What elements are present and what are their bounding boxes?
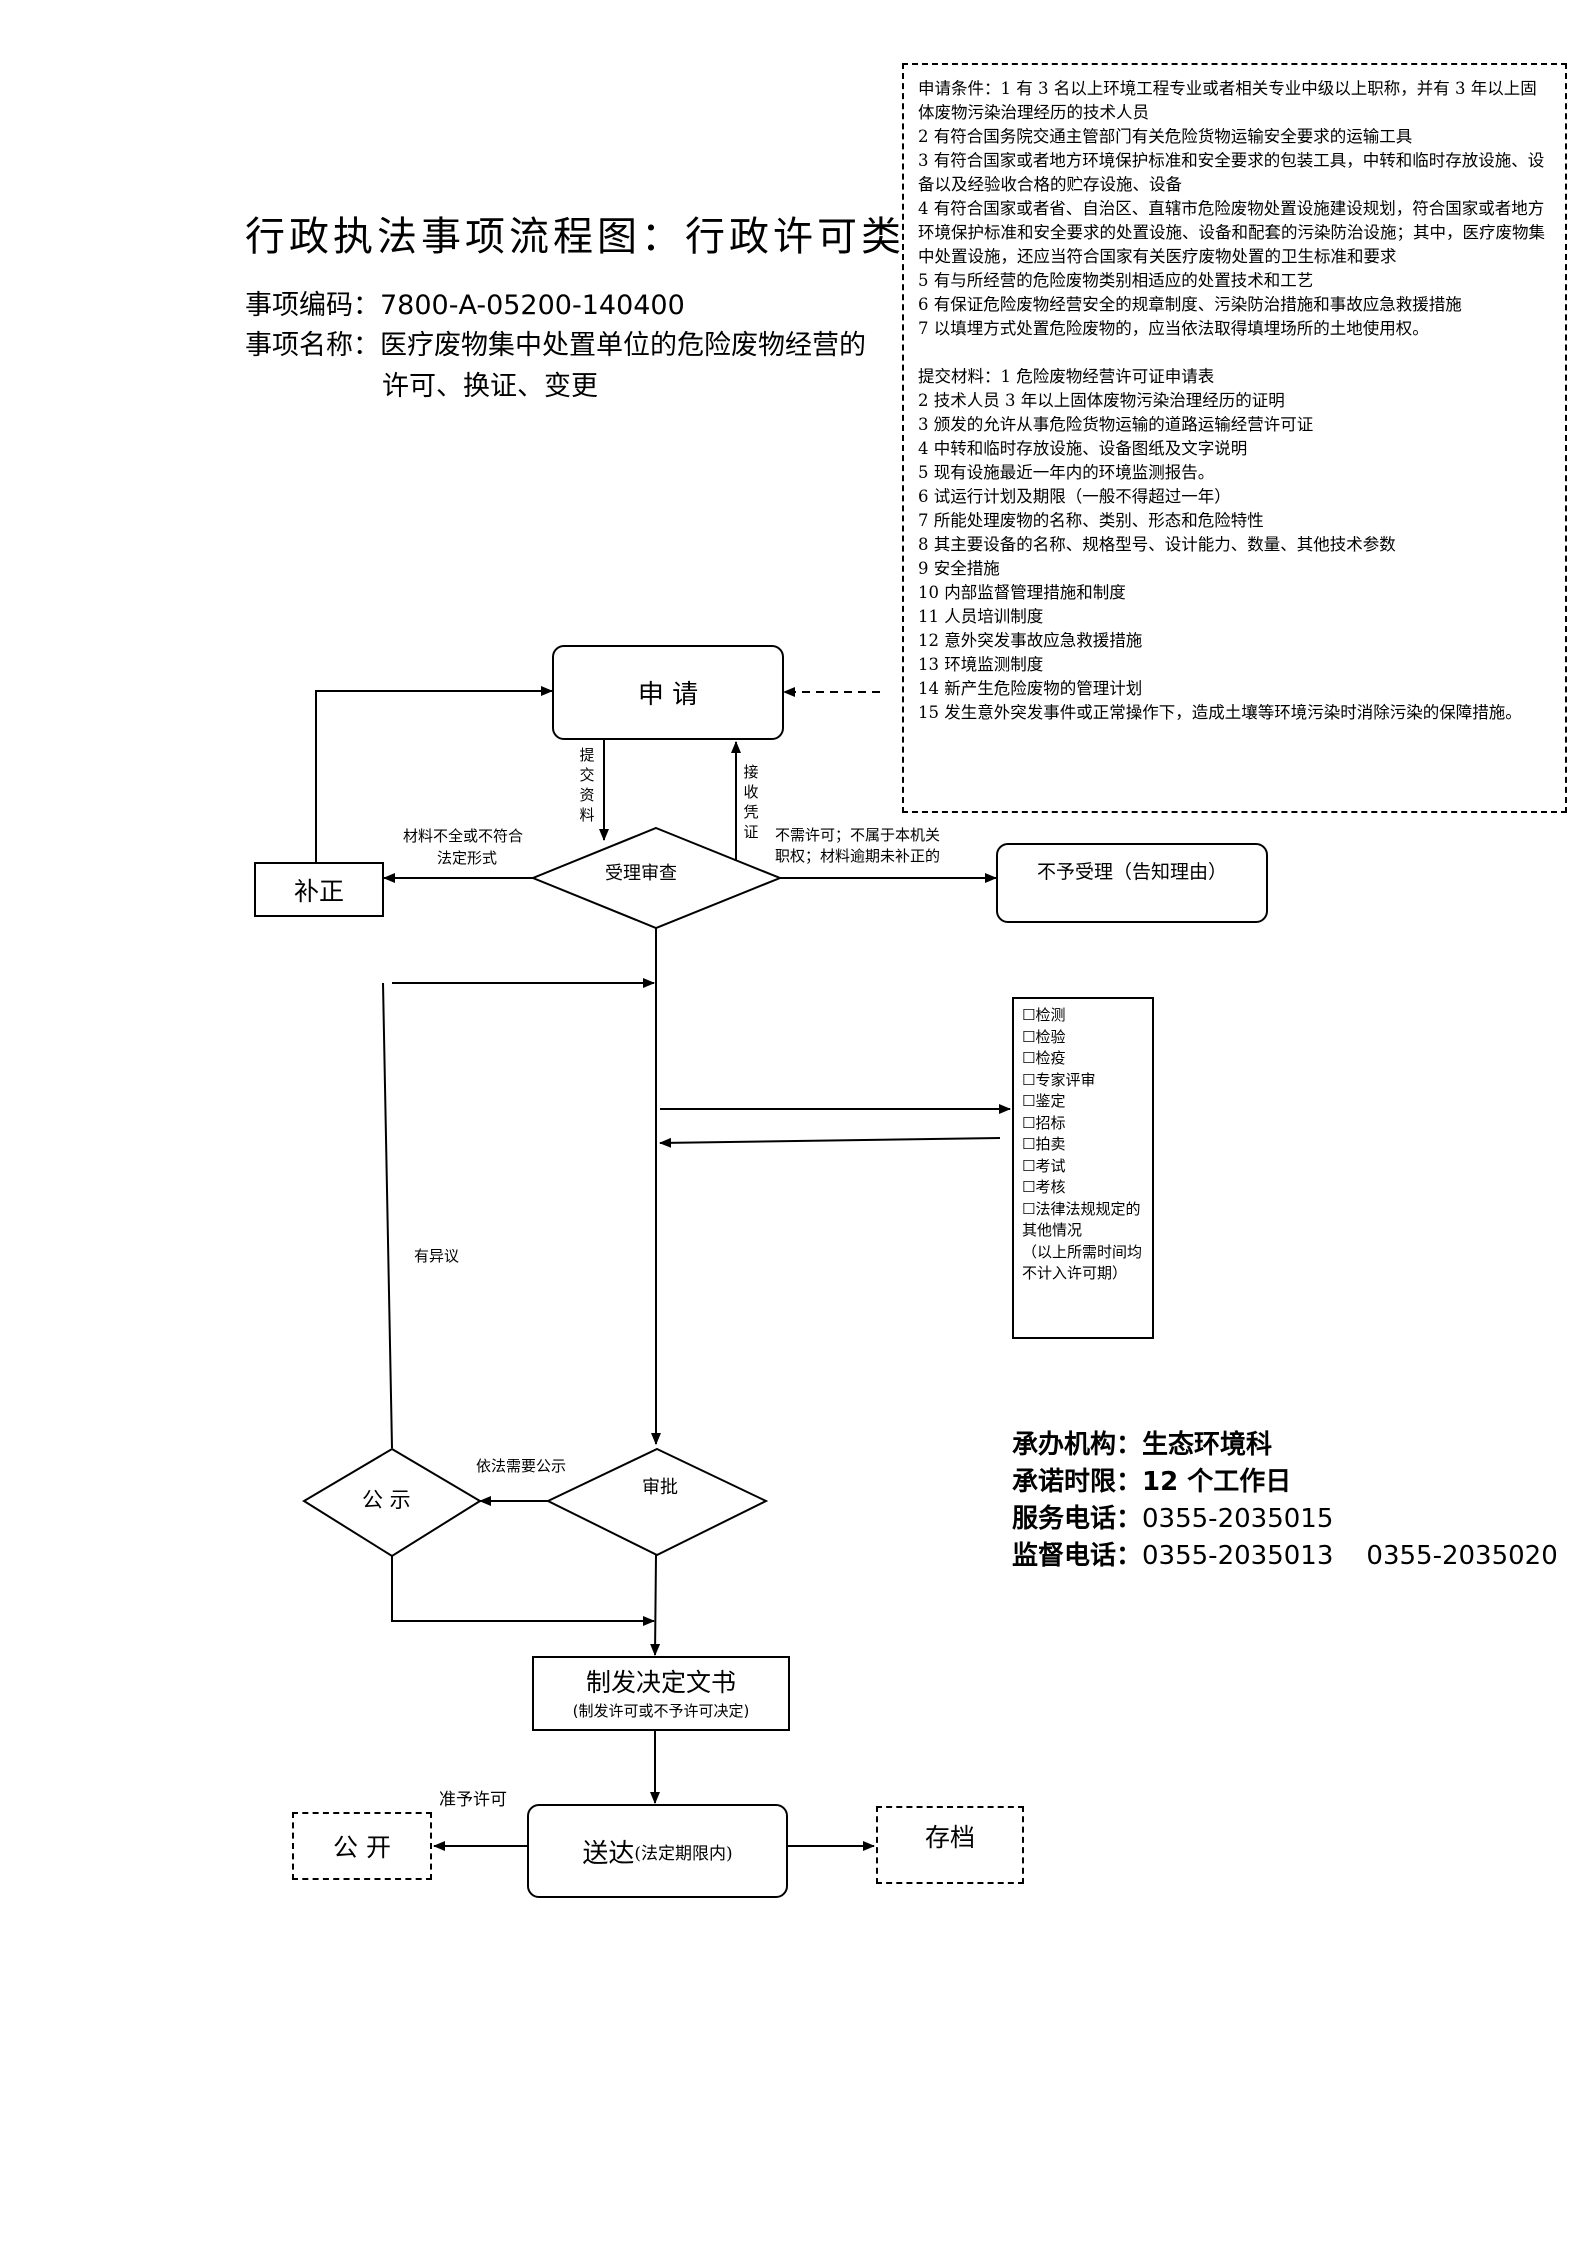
item-code-label: 事项编码：	[245, 290, 380, 321]
condition-item: 4 有符合国家或者省、自治区、直辖市危险废物处置设施建设规划，符合国家或者地方环…	[918, 199, 1545, 266]
checklist-item: ☐考试	[1022, 1156, 1066, 1175]
checklist-item: ☐检疫	[1022, 1049, 1066, 1067]
org-value: 生态环境科	[1142, 1430, 1273, 1460]
deliver-node: 送达(法定期限内)	[527, 1804, 788, 1898]
publicize-diamond	[302, 1447, 482, 1558]
deliver-sub-text: (法定期限内)	[634, 1843, 733, 1864]
review-diamond	[530, 826, 783, 930]
material-item: 6 试运行计划及期限（一般不得超过一年）	[918, 487, 1231, 506]
condition-item: 申请条件：1 有 3 名以上环境工程专业或者相关专业中级以上职称，并有 3 年以…	[918, 79, 1537, 122]
material-item: 12 意外突发事故应急救援措施	[918, 631, 1143, 650]
granted-label: 准予许可	[439, 1790, 507, 1810]
material-item: 11 人员培训制度	[918, 607, 1044, 626]
org-label: 承办机构：	[1012, 1430, 1143, 1460]
condition-item: 3 有符合国家或者地方环境保护标准和安全要求的包装工具，中转和临时存放设施、设备…	[918, 151, 1545, 194]
item-name-line2: 许可、换证、变更	[382, 371, 598, 402]
conditions-panel: 申请条件：1 有 3 名以上环境工程专业或者相关专业中级以上职称，并有 3 年以…	[902, 63, 1567, 813]
condition-item: 5 有与所经营的危险废物类别相适应的处置技术和工艺	[918, 271, 1314, 290]
no-permit-label-2: 职权；材料逾期未补正的	[775, 847, 941, 865]
special-procedure-checklist: ☐检测 ☐检验 ☐检疫 ☐专家评审 ☐鉴定 ☐招标 ☐拍卖 ☐考试 ☐考核 ☐法…	[1012, 997, 1154, 1339]
checklist-item: ☐招标	[1022, 1113, 1066, 1132]
from-checklist-arrow	[659, 1137, 1001, 1148]
supervise-phone: 0355-2035013 0355-2035020	[1142, 1541, 1558, 1571]
checklist-item: （以上所需时间均不计入许可期）	[1022, 1242, 1143, 1283]
incomplete-label-1: 材料不全或不符合	[403, 827, 524, 845]
condition-item: 6 有保证危险废物经营安全的规章制度、污染防治措施和事故应急救援措施	[918, 295, 1462, 314]
material-item: 13 环境监测制度	[918, 655, 1044, 674]
material-item: 9 安全措施	[918, 559, 1000, 578]
material-item: 14 新产生危险废物的管理计划	[918, 679, 1143, 698]
item-name-line1: 医疗废物集中处置单位的危险废物经营的	[380, 330, 866, 361]
receipt-label: 接收凭证	[743, 763, 759, 841]
supervise-phone-label: 监督电话：	[1012, 1541, 1143, 1571]
publicize-to-decision-line	[391, 1556, 655, 1626]
item-name-label: 事项名称：	[245, 330, 380, 361]
item-name-row: 事项名称：医疗废物集中处置单位的危险废物经营的	[245, 323, 866, 362]
checklist-item: ☐拍卖	[1022, 1135, 1066, 1153]
service-phone-label: 服务电话：	[1012, 1504, 1143, 1534]
checklist-item: ☐考核	[1022, 1178, 1066, 1196]
need-publicize-label: 依法需要公示	[476, 1457, 567, 1475]
checklist-item: ☐专家评审	[1022, 1070, 1096, 1089]
item-code: 7800-A-05200-140400	[380, 290, 685, 321]
condition-item: 2 有符合国务院交通主管部门有关危险货物运输安全要求的运输工具	[918, 127, 1413, 146]
approve-to-decision-arrow	[650, 1554, 661, 1656]
no-permit-label-1: 不需许可；不属于本机关	[775, 826, 941, 844]
spacer	[918, 341, 1551, 365]
supplement-node: 补正	[254, 862, 384, 917]
decision-main-text: 制发决定文书	[585, 1667, 736, 1697]
supplement-to-apply-line	[315, 686, 553, 864]
material-item: 7 所能处理废物的名称、类别、形态和危险特性	[918, 511, 1264, 530]
material-item: 提交材料：1 危险废物经营许可证申请表	[918, 367, 1215, 386]
apply-node: 申 请	[552, 645, 784, 740]
review-node-label: 受理审查	[605, 863, 677, 884]
decision-node: 制发决定文书 (制发许可或不予许可决定)	[532, 1656, 790, 1731]
checklist-item: ☐法律法规规定的其他情况	[1022, 1199, 1141, 1240]
material-item: 3 颁发的允许从事危险货物运输的道路运输经营许可证	[918, 415, 1314, 434]
condition-item: 7 以填埋方式处置危险废物的，应当依法取得填埋场所的土地使用权。	[918, 319, 1429, 338]
limit-value: 12 个工作日	[1142, 1467, 1292, 1497]
incomplete-label-2: 法定形式	[437, 849, 498, 867]
checklist-item: ☐检验	[1022, 1027, 1066, 1046]
objection-line	[382, 982, 393, 1449]
material-item: 15 发生意外突发事件或正常操作下，造成土壤等环境污染时消除污染的保障措施。	[918, 703, 1522, 722]
approve-node-label: 审批	[642, 1477, 678, 1498]
page-title: 行政执法事项流程图：行政许可类	[245, 214, 905, 260]
checklist-item: ☐鉴定	[1022, 1092, 1066, 1110]
deliver-main-text: 送达	[582, 1838, 635, 1869]
limit-row: 承诺时限：12 个工作日	[1012, 1461, 1291, 1498]
checklist-item: ☐检测	[1022, 1006, 1066, 1024]
material-item: 5 现有设施最近一年内的环境监测报告。	[918, 463, 1215, 482]
approve-diamond	[545, 1447, 769, 1557]
decision-sub-text: (制发许可或不予许可决定)	[572, 1701, 750, 1720]
submit-label: 提交资料	[579, 746, 595, 824]
supervise-phone-row: 监督电话：0355-2035013 0355-2035020	[1012, 1535, 1558, 1572]
org-row: 承办机构：生态环境科	[1012, 1424, 1272, 1461]
material-item: 8 其主要设备的名称、规格型号、设计能力、数量、其他技术参数	[918, 535, 1396, 554]
archive-node: 存档	[876, 1806, 1024, 1884]
limit-label: 承诺时限：	[1012, 1467, 1143, 1497]
material-item: 4 中转和临时存放设施、设备图纸及文字说明	[918, 439, 1248, 458]
material-item: 2 技术人员 3 年以上固体废物污染治理经历的证明	[918, 391, 1285, 410]
reject-node: 不予受理（告知理由）	[996, 843, 1268, 923]
objection-label: 有异议	[414, 1247, 460, 1265]
service-phone: 0355-2035015	[1142, 1504, 1334, 1534]
publicize-node-label: 公 示	[362, 1488, 411, 1512]
material-item: 10 内部监督管理措施和制度	[918, 583, 1126, 602]
service-phone-row: 服务电话：0355-2035015	[1012, 1498, 1333, 1535]
item-code-row: 事项编码：7800-A-05200-140400	[245, 283, 685, 322]
disclose-node: 公 开	[292, 1812, 432, 1880]
